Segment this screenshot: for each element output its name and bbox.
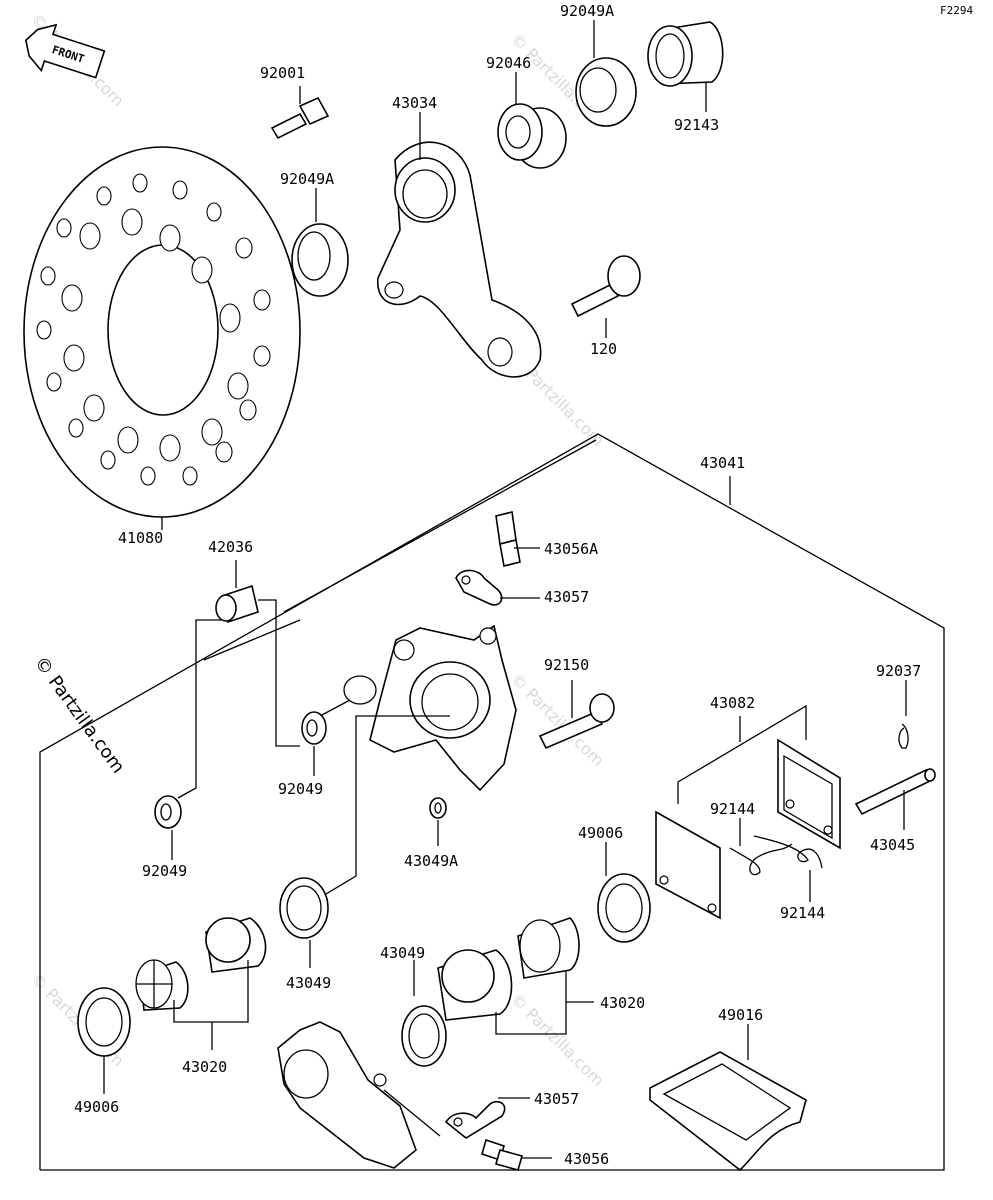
label-43056A: 43056A	[544, 540, 598, 558]
label-43057-bottom: 43057	[534, 1090, 579, 1108]
brake-pads	[655, 704, 841, 920]
bolt-92150	[538, 680, 615, 750]
pad-shim-49016	[649, 1024, 807, 1172]
label-92049A-mid: 92049A	[280, 170, 334, 188]
bolt-92001	[270, 86, 330, 140]
seal-43049-left	[279, 715, 450, 968]
bleeder-43056	[481, 1138, 552, 1171]
pin-43045	[854, 768, 936, 830]
label-92049-mid: 92049	[278, 780, 323, 798]
label-92150: 92150	[544, 656, 589, 674]
needle-bearing-92046	[497, 72, 567, 169]
label-92144-b: 92144	[780, 904, 825, 922]
bolt-120	[570, 255, 641, 338]
svg-text:© Partzilla.com: © Partzilla.com	[507, 989, 608, 1090]
label-92144-a: 92144	[710, 800, 755, 818]
seal-43049A	[429, 797, 447, 846]
label-43020-left: 43020	[182, 1058, 227, 1076]
label-43020-right: 43020	[600, 994, 645, 1012]
washer-92049-mid	[301, 711, 327, 776]
label-49016: 49016	[718, 1006, 763, 1024]
label-43045: 43045	[870, 836, 915, 854]
figure-code: F2294	[940, 4, 973, 17]
label-43056: 43056	[564, 1150, 609, 1168]
front-arrow: FRONT	[24, 23, 106, 79]
label-92049A-top: 92049A	[560, 2, 614, 20]
seal-43049-right	[401, 960, 447, 1067]
label-42036: 42036	[208, 538, 253, 556]
label-92049-left: 92049	[142, 862, 187, 880]
cap-43057-bottom	[444, 1097, 530, 1139]
assembly-outline	[39, 433, 945, 1171]
clip-92037	[898, 680, 909, 749]
caliper-body	[319, 624, 517, 792]
watermark: © Partzilla.com	[30, 653, 129, 778]
part-labels: 41080 92001 43034 92046 92049A 92049A 92…	[74, 2, 921, 1168]
seal-92049A-mid	[291, 188, 349, 297]
seal-49006-left	[77, 987, 131, 1094]
label-43049-right: 43049	[380, 944, 425, 962]
label-49006-right: 49006	[578, 824, 623, 842]
piston-43020-right	[437, 917, 594, 1035]
label-43082: 43082	[710, 694, 755, 712]
label-49006-left: 49006	[74, 1098, 119, 1116]
washer-92049-left	[154, 795, 182, 860]
label-43041: 43041	[700, 454, 745, 472]
label-43034: 43034	[392, 94, 437, 112]
sleeve-92143	[647, 21, 724, 112]
bleeder-43056A	[495, 511, 540, 567]
label-92143: 92143	[674, 116, 719, 134]
brake-disc	[23, 146, 301, 530]
label-92046: 92046	[486, 54, 531, 72]
seal-49006-right	[597, 842, 651, 943]
label-43049A: 43049A	[404, 852, 458, 870]
label-92001: 92001	[260, 64, 305, 82]
label-43049-left: 43049	[286, 974, 331, 992]
cap-43057-top	[455, 569, 540, 606]
caliper-bracket	[277, 1021, 441, 1169]
label-41080: 41080	[118, 529, 163, 547]
label-120: 120	[590, 340, 617, 358]
seal-92049A-top	[575, 20, 637, 127]
piston-43020-left	[135, 917, 267, 1050]
label-92037: 92037	[876, 662, 921, 680]
torque-link	[377, 112, 542, 378]
label-43057-top: 43057	[544, 588, 589, 606]
sleeve-42036	[177, 439, 597, 799]
springs-92144	[729, 818, 823, 902]
